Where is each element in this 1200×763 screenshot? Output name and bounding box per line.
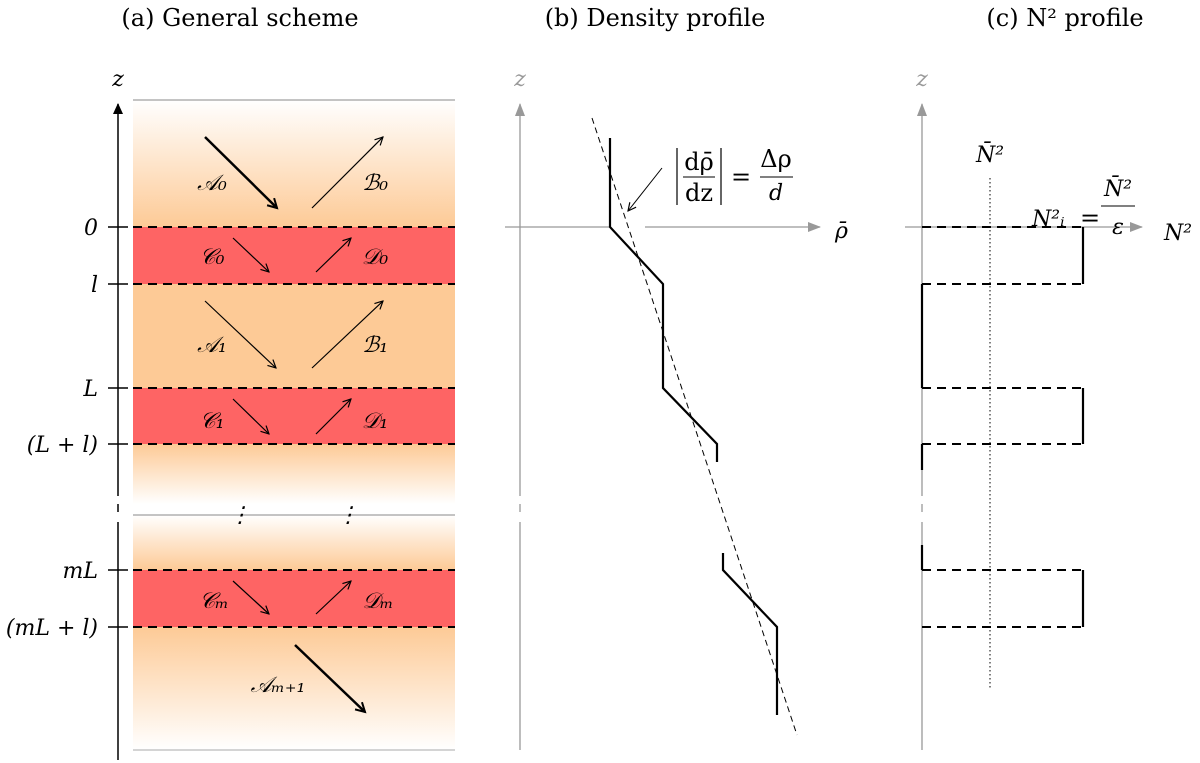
- label-cm: 𝒞ₘ: [199, 589, 229, 614]
- svg-text:N̄²: N̄²: [1103, 175, 1132, 202]
- panel-c-title: (c) N² profile: [986, 4, 1143, 32]
- arrow-a1: [204, 300, 276, 368]
- arrow-d1: [315, 399, 351, 435]
- label-c0: 𝒞₀: [200, 245, 225, 270]
- interface-0: [133, 227, 455, 284]
- mean-n2-label: N̄²: [975, 141, 1004, 168]
- density-profile-lower: [721, 553, 779, 715]
- layer-fade-in: [133, 515, 455, 570]
- svg-text:dz: dz: [685, 179, 713, 207]
- n2-profile: [920, 227, 1085, 627]
- panel-a: z 0 l L (L + l) mL (mL + l) 𝒜₀ ℬ₀ 𝒞₀: [6, 67, 455, 760]
- arrow-c0: [232, 237, 269, 272]
- tick-L: L: [82, 377, 98, 402]
- mean-gradient-line: [591, 117, 798, 736]
- svg-text:=: =: [731, 163, 751, 191]
- arrow-b1: [311, 301, 383, 369]
- arrow-dm: [315, 581, 351, 615]
- n2-axis-label: N²: [1163, 221, 1192, 246]
- layer-bottom: [133, 627, 455, 750]
- arrow-cm: [232, 580, 269, 614]
- svg-text:=: =: [1080, 204, 1100, 232]
- label-am1: 𝒜ₘ₊₁: [251, 673, 306, 698]
- layer-fade: [133, 444, 455, 504]
- panel-b: z ρ̄ dρ̄ dz = Δρ d: [505, 67, 848, 750]
- svg-text:Δρ: Δρ: [760, 145, 791, 173]
- z-axis-label: z: [915, 67, 928, 92]
- label-b0: ℬ₀: [362, 171, 388, 196]
- ellipsis-left: ⋮: [229, 503, 251, 528]
- rho-axis-label: ρ̄: [834, 219, 848, 244]
- layer-1: [133, 284, 455, 388]
- label-d1: 𝒟₁: [362, 409, 388, 434]
- label-c1: 𝒞₁: [200, 409, 225, 434]
- panel-b-title: (b) Density profile: [545, 4, 766, 32]
- tick-mL: mL: [63, 559, 98, 584]
- z-axis-label: z: [513, 67, 526, 92]
- annotation-arrow: [628, 167, 663, 211]
- tick-mL-plus-l: (mL + l): [6, 616, 98, 641]
- tick-L-plus-l: (L + l): [27, 433, 98, 458]
- gradient-formula: dρ̄ dz = Δρ d: [676, 145, 793, 207]
- svg-text:d: d: [769, 181, 783, 206]
- tick-0: 0: [84, 216, 98, 241]
- density-profile-upper: [608, 138, 719, 462]
- label-dm: 𝒟ₘ: [362, 589, 393, 614]
- panel-c: z N² N̄² N²ᵢ = N̄² ε: [905, 67, 1192, 750]
- n2-dashed-segments: [922, 226, 1083, 628]
- arrow-c1: [232, 398, 269, 434]
- panel-a-title: (a) General scheme: [121, 4, 358, 32]
- svg-text:dρ̄: dρ̄: [684, 148, 713, 176]
- arrow-a0: [204, 136, 277, 208]
- arrow-d0: [315, 238, 351, 273]
- label-d0: 𝒟₀: [362, 245, 389, 270]
- label-a1: 𝒜₁: [197, 333, 227, 358]
- interface-m: [133, 570, 455, 627]
- layer-top: [133, 100, 455, 227]
- interface-1: [133, 388, 455, 444]
- ellipsis-right: ⋮: [337, 503, 359, 528]
- svg-text:ε: ε: [1112, 215, 1124, 240]
- arrow-b0: [311, 137, 383, 209]
- label-b1: ℬ₁: [362, 333, 388, 358]
- svg-text:N²ᵢ: N²ᵢ: [1031, 207, 1065, 232]
- tick-l: l: [91, 273, 98, 298]
- z-axis-label: z: [111, 67, 124, 92]
- arrow-am1: [294, 644, 365, 712]
- label-a0: 𝒜₀: [197, 171, 227, 196]
